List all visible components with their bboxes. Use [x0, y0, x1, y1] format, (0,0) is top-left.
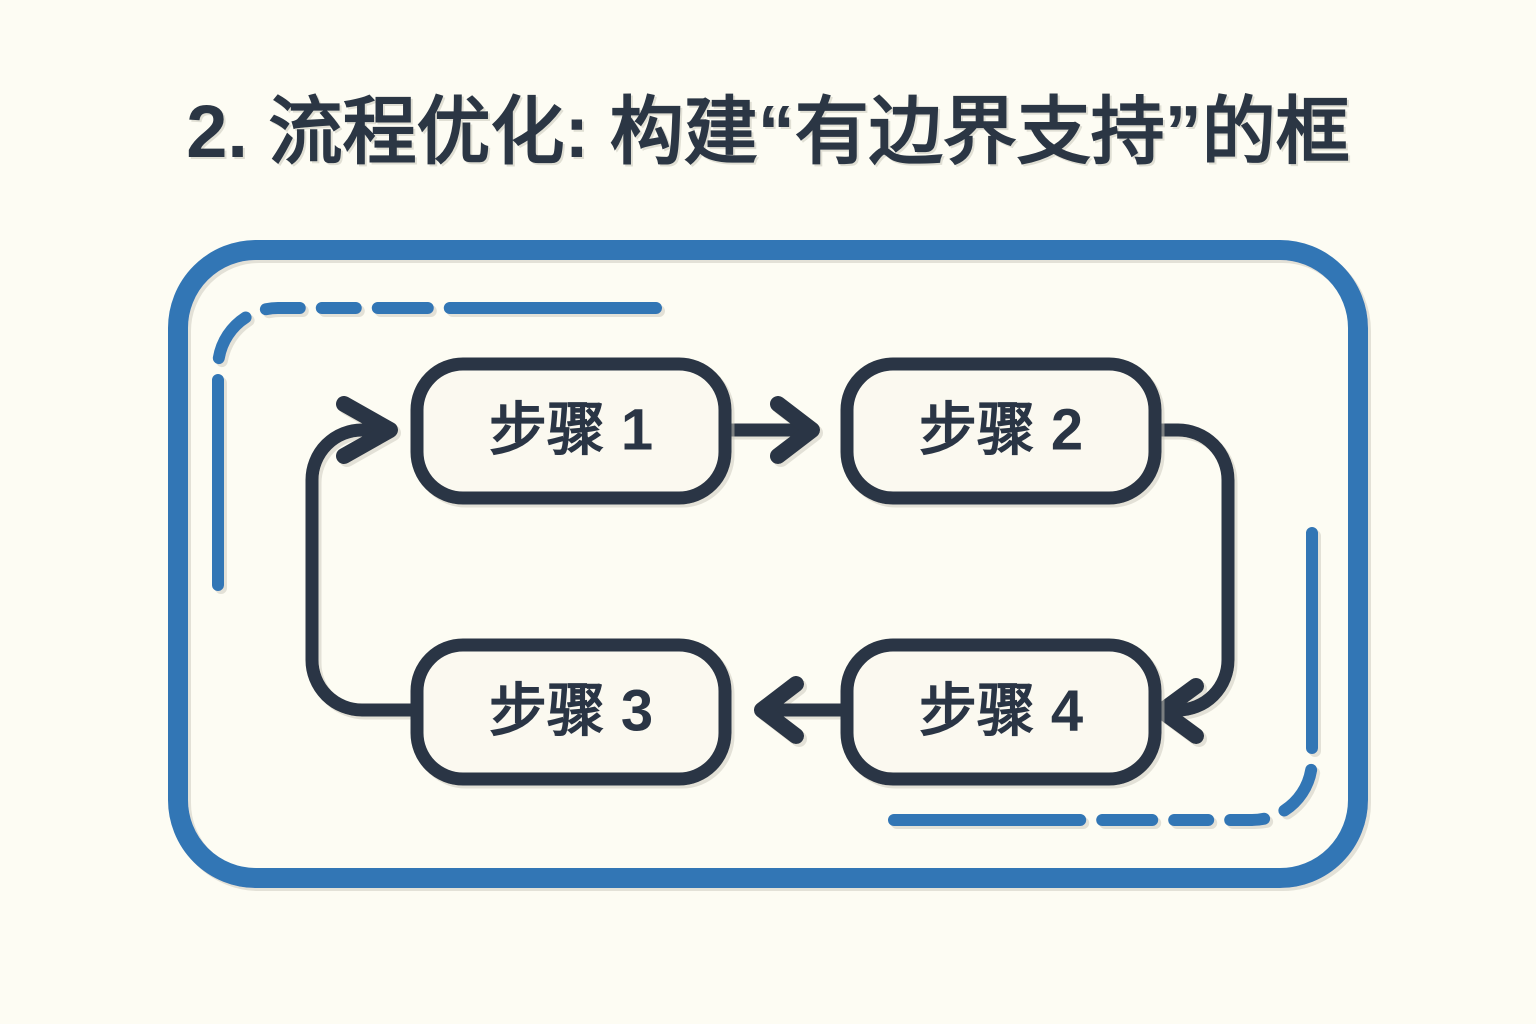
boundary-dashed-top-left — [212, 302, 662, 591]
arrow-step1-to-step2 — [721, 396, 820, 464]
node-step-4[interactable]: 步骤 4 — [840, 638, 1162, 786]
boundary-dashed-bottom-right — [888, 527, 1318, 826]
node-step-1[interactable]: 步骤 1 — [410, 357, 732, 505]
node-step-2[interactable]: 步骤 2 — [840, 357, 1162, 505]
page-title: 2. 流程优化: 构建“有边界支持”的框 — [186, 90, 1350, 173]
node-step-1-label: 步骤 1 — [489, 397, 653, 462]
arrow-step2-to-step4 — [1148, 423, 1235, 744]
node-step-3[interactable]: 步骤 3 — [410, 638, 732, 786]
node-step-2-label: 步骤 2 — [919, 397, 1083, 462]
boundary-outer-rect — [168, 240, 1368, 888]
node-step-4-label: 步骤 4 — [919, 678, 1083, 743]
arrow-step3-to-step1 — [305, 396, 422, 717]
arrow-step4-to-step3 — [754, 676, 852, 744]
node-step-3-label: 步骤 3 — [489, 678, 653, 743]
